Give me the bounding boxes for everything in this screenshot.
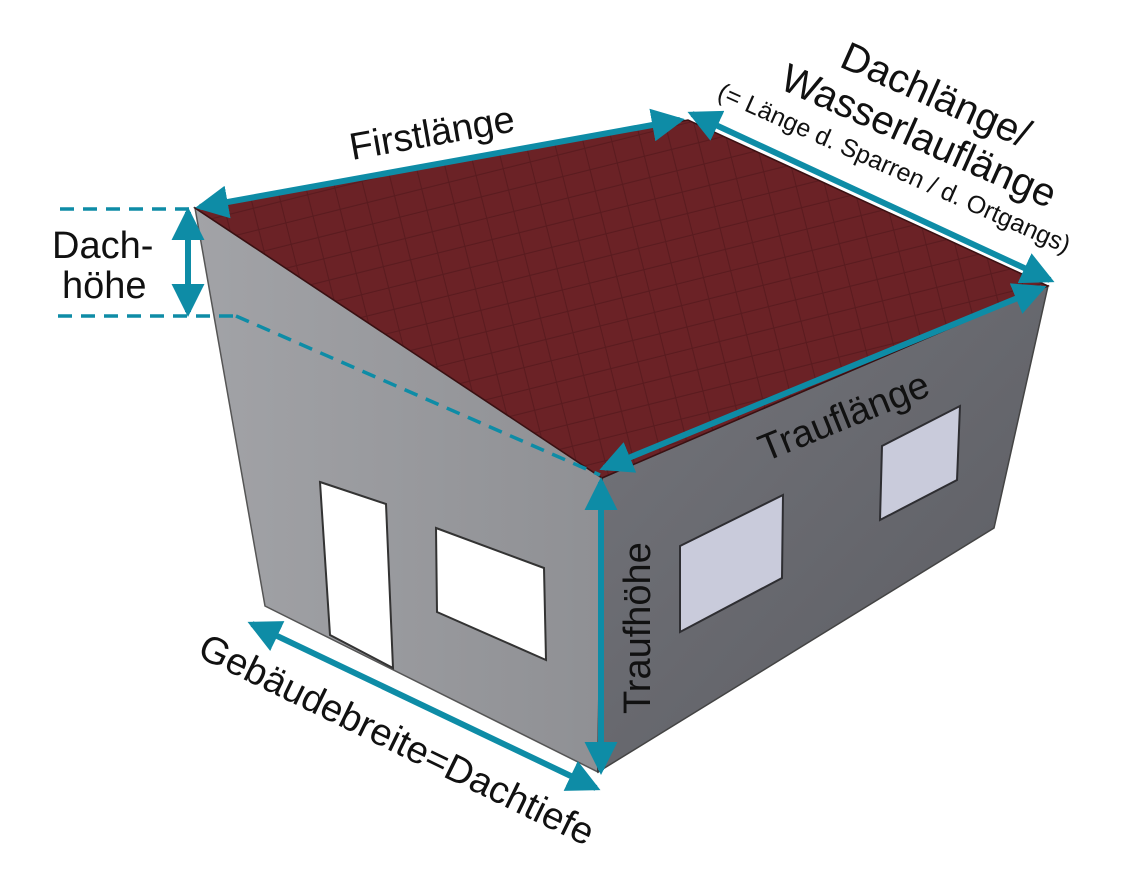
label-dachhoehe-line2: höhe — [62, 265, 147, 307]
trauflaenge-arrow — [599, 283, 1047, 473]
label-dachhoehe-line1: Dach- — [52, 225, 153, 267]
gebaeudebreite-arrow — [247, 621, 601, 791]
dimension-arrows — [171, 108, 1055, 791]
right-window-front — [679, 493, 785, 634]
guide-lines — [58, 207, 601, 477]
label-traufhoehe: Traufhöhe — [617, 542, 659, 714]
door — [318, 480, 395, 670]
firstlaenge-arrow — [195, 108, 685, 219]
dachlaenge-arrow — [687, 110, 1055, 284]
eave-level-diagonal-guide — [235, 314, 601, 477]
